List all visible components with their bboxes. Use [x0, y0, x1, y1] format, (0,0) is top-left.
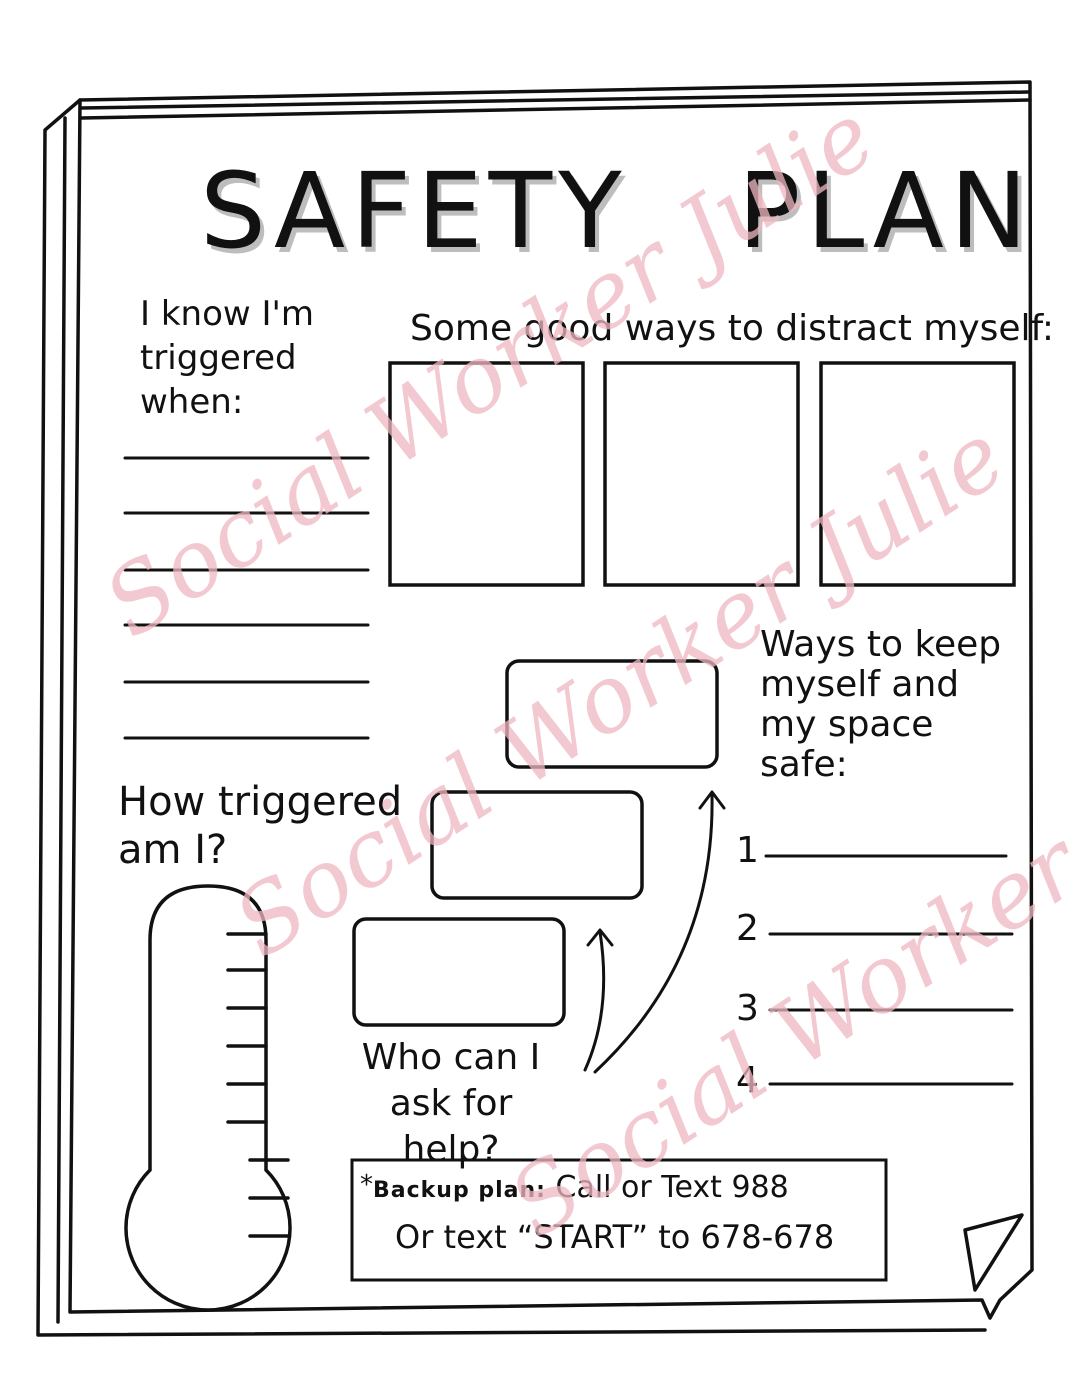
help-box-top — [505, 659, 719, 769]
backup-bold-label: Backup plan: — [373, 1178, 546, 1203]
distraction-box-3 — [819, 361, 1016, 587]
paper-top-inner-2 — [80, 90, 1030, 110]
safety-number-2: 2 — [736, 908, 759, 949]
paper-back-left — [36, 98, 987, 1337]
distraction-box-1 — [388, 361, 585, 587]
safety-lines — [764, 854, 1014, 1086]
folded-corner — [963, 1213, 1024, 1292]
page-title: SAFETY PLAN — [200, 150, 1034, 272]
safety-number-1: 1 — [736, 830, 759, 871]
backup-line-1: *Backup plan: Call or Text 988 — [360, 1170, 789, 1205]
safety-number-3: 3 — [736, 988, 759, 1029]
help-arrows — [583, 790, 726, 1074]
distraction-box-2 — [603, 361, 800, 587]
paper-back-left-2 — [56, 116, 67, 1324]
arrow-short — [583, 930, 606, 1072]
thermometer — [124, 884, 292, 1312]
help-box-middle — [430, 790, 644, 900]
triggers-label: I know I'm triggered when: — [140, 294, 314, 422]
help-box-bottom — [352, 917, 566, 1027]
safety-number-4: 4 — [736, 1060, 759, 1101]
title-word-plan: PLAN — [737, 150, 1034, 272]
distractions-label: Some good ways to distract myself: — [410, 308, 1055, 349]
help-boxes — [352, 659, 719, 1027]
backup-line-2: Or text “START” to 678-678 — [395, 1218, 835, 1256]
asterisk: * — [360, 1170, 373, 1200]
backup-box — [350, 1158, 888, 1282]
keep-safe-label: Ways to keep myself and my space safe: — [760, 624, 1002, 785]
help-label: Who can I ask for help? — [361, 1037, 541, 1170]
title-word-safety: SAFETY — [200, 150, 628, 272]
trigger-lines — [123, 456, 370, 740]
distraction-boxes — [388, 361, 1016, 587]
backup-call-text: Call or Text 988 — [555, 1170, 789, 1205]
paper-top-inner — [80, 98, 1032, 120]
arrow-long — [593, 793, 714, 1074]
how-triggered-label: How triggered am I? — [118, 779, 403, 873]
